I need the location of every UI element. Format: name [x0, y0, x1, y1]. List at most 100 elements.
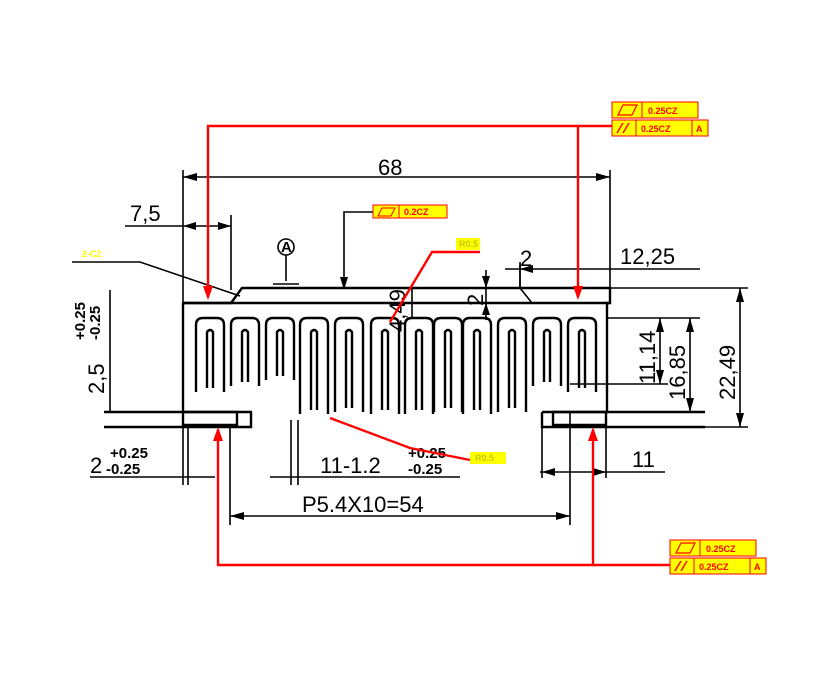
chamfer-leader	[72, 261, 241, 297]
dim-16-85-arrow-bottom	[686, 398, 694, 412]
fin	[443, 328, 453, 408]
tr-flatness-icon	[617, 104, 638, 116]
flatness-leader-arrow	[340, 277, 348, 290]
fins-group	[194, 316, 598, 414]
flatness-leader	[343, 211, 373, 288]
fin-slot	[194, 316, 226, 392]
dimension-labels: 68 7,5 12,25 2 2 4,49 11,14 16,85 22,49 …	[72, 155, 740, 517]
tag-tr-parallel: 0.25CZ	[641, 124, 671, 134]
note-bottom-leader	[329, 416, 471, 462]
label-11-14: 11,14	[635, 331, 660, 384]
tr-datum-box	[691, 119, 709, 137]
label-fin-tol-minus: -0.25	[408, 461, 442, 478]
fin	[275, 328, 285, 376]
dim-2-arrow-a	[482, 276, 490, 288]
chamfer-right	[519, 265, 533, 304]
bottom-tolerance-leader	[216, 430, 595, 567]
dim-68-arrow-right	[596, 173, 610, 181]
tag-flatness-top: 0.2CZ	[404, 207, 429, 217]
fin-slot	[369, 316, 401, 414]
dim-16-85-arrow-top	[686, 318, 694, 332]
dim-pitch-arrow-a	[230, 512, 244, 520]
tag-tr-flatness: 0.25CZ	[648, 106, 678, 116]
label-16-85: 16,85	[665, 345, 690, 400]
bottom-leader-arrow-right	[588, 427, 598, 441]
br-parallel-icon-a	[674, 560, 682, 572]
fin	[507, 328, 517, 408]
fin	[414, 328, 424, 410]
tag-br-parallel: 0.25CZ	[699, 562, 729, 572]
tag-br-flatness: 0.25CZ	[706, 544, 736, 554]
dim-2-arrow-b	[482, 303, 490, 315]
note-bottom-box	[470, 452, 506, 464]
flatness-value-box	[398, 204, 448, 219]
tag-tr-datum: A	[696, 124, 703, 134]
label-left-2-tol-plus: +0.25	[110, 445, 148, 462]
dim-pitch-arrow-b	[556, 512, 570, 520]
tag-note-top: R0.5	[459, 239, 478, 249]
top-tolerance-leader	[206, 124, 580, 297]
br-flatness-value-box	[699, 539, 757, 557]
note-top-leader	[388, 250, 480, 323]
fin-slot	[566, 316, 598, 392]
br-parallel-symbol-box	[669, 557, 695, 575]
top-leader-arrow-left	[203, 286, 213, 300]
fin	[472, 328, 482, 410]
label-2-5: 2,5	[84, 363, 109, 394]
dim-7-5-arrow2	[183, 222, 196, 230]
label-pitch: P5.4X10=54	[302, 492, 424, 517]
fin-slot	[298, 316, 330, 414]
fin-slot	[496, 316, 528, 412]
fin-slot	[461, 316, 493, 414]
left-flange	[104, 410, 253, 429]
tr-flatness-value-box	[641, 101, 699, 119]
fin	[542, 328, 552, 382]
label-12-25: 12,25	[620, 244, 675, 269]
label-2-5-tol-minus: -0.25	[87, 306, 104, 340]
dimension-lines	[72, 170, 748, 525]
fin	[240, 328, 250, 382]
dim-11-14-arrow-top	[656, 318, 664, 332]
label-left-2-tol-minus: -0.25	[106, 461, 140, 478]
br-datum-box	[749, 557, 767, 575]
dim-11-14-arrow-bottom	[656, 370, 664, 384]
fin-slot	[229, 316, 261, 386]
fin	[309, 328, 319, 410]
label-7-5: 7,5	[130, 201, 161, 226]
flatness-icon	[377, 207, 396, 217]
dim-22-49-arrow-top	[736, 288, 744, 302]
label-22-49: 22,49	[715, 345, 740, 400]
dim-11-arrow-a	[542, 468, 555, 476]
label-2-top: 2	[520, 246, 532, 271]
dim-7-5-arrow	[218, 222, 231, 230]
fin-slot	[531, 316, 563, 386]
br-flatness-icon	[675, 542, 696, 554]
red-leaders	[203, 124, 670, 567]
dim-12-25-arrow	[520, 265, 533, 273]
tag-note-bottom: R0.5	[475, 453, 494, 463]
label-11: 11	[632, 447, 655, 472]
tr-parallel-symbol-box	[611, 119, 637, 137]
tr-parallel-icon-b	[622, 122, 630, 134]
bottom-leader-arrow-left	[213, 427, 223, 441]
label-left-2: 2	[90, 453, 102, 478]
fin-slot	[333, 316, 365, 412]
label-2-5-tol-plus: +0.25	[72, 302, 89, 340]
tag-br-datum: A	[754, 562, 761, 572]
fin-slot	[432, 316, 464, 412]
br-parallel-icon-b	[680, 560, 688, 572]
label-68: 68	[378, 155, 402, 180]
annotation-tags: 2-C2 0.2CZ R0.5 R0.5 0.25CZ 0.25CZ A 0.2…	[82, 101, 767, 575]
dim-68-arrow-left	[183, 173, 197, 181]
fin-slot	[264, 316, 296, 380]
dim-22-49-arrow-bottom	[736, 413, 744, 427]
note-top-box	[456, 238, 480, 250]
fin	[380, 328, 390, 410]
label-datum-A: A	[281, 239, 292, 256]
fin-slot	[403, 316, 435, 414]
label-2-offset: 2	[463, 294, 488, 306]
fin	[344, 328, 354, 408]
fin	[205, 328, 215, 388]
top-leader-arrow-right	[573, 286, 583, 300]
